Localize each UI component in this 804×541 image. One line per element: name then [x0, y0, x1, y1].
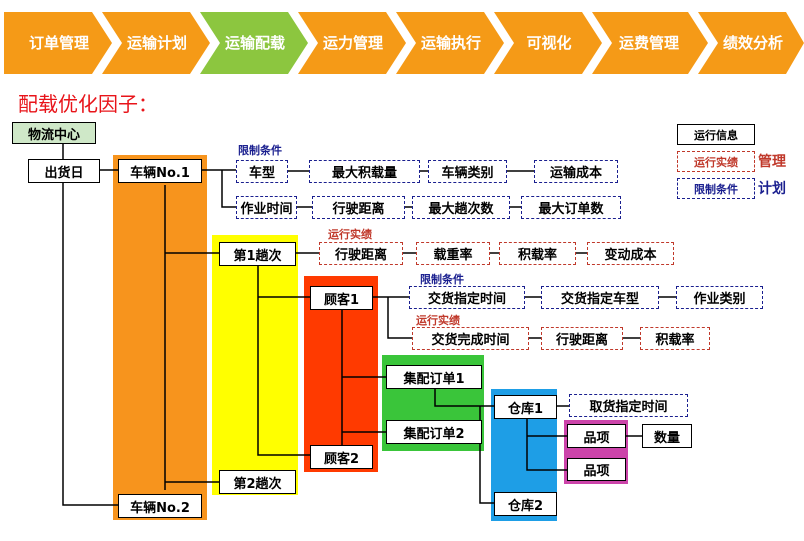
nav-item-freight-management[interactable]: 运费管理 [618, 34, 679, 52]
item-1-box: 品项 [567, 424, 626, 448]
actual-label-trip: 运行实绩 [328, 228, 372, 241]
customer-attr-completion-time: 交货完成时间 [412, 327, 529, 350]
customer-1-box: 顾客1 [310, 286, 373, 310]
warehouse-attr-pickup-time: 取货指定时间 [569, 394, 688, 417]
nav-item-performance-analysis[interactable]: 绩效分析 [722, 34, 783, 52]
item-2-box: 品项 [567, 458, 626, 481]
vehicle-attr-max-trips: 最大趟次数 [412, 196, 510, 219]
vehicle-1-box: 车辆No.1 [118, 159, 202, 183]
trip-2-box: 第2趟次 [219, 470, 296, 494]
customer-attr-delivery-car-type: 交货指定车型 [541, 286, 659, 309]
legend-management-tag: 管理 [758, 154, 786, 170]
customer-2-box: 顾客2 [310, 445, 373, 469]
legend-plan-tag: 计划 [758, 181, 786, 197]
customer-attr-travel-distance: 行驶距离 [541, 327, 623, 350]
vehicle-attr-transport-cost: 运输成本 [534, 160, 618, 183]
page-title: 配载优化因子： [18, 92, 158, 116]
module-nav-bar: 订单管理 运输计划 运输配载 运力管理 运输执行 可视化 运费管理 绩效分析 [4, 12, 804, 74]
nav-arrows [4, 12, 804, 74]
legend-constraint-box: 限制条件 [677, 178, 755, 199]
nav-arrow-4 [298, 12, 406, 74]
nav-item-load-planning[interactable]: 运输配载 [224, 34, 285, 52]
nav-item-order-management[interactable]: 订单管理 [28, 34, 89, 52]
nav-item-visualization[interactable]: 可视化 [526, 34, 572, 52]
legend-info-box: 运行信息 [677, 124, 755, 145]
vehicle-attr-work-time: 作业时间 [236, 196, 297, 219]
nav-arrow-8 [698, 12, 804, 74]
warehouse-2-box: 仓库2 [494, 492, 557, 516]
vehicle-2-box: 车辆No.2 [118, 494, 202, 518]
quantity-box: 数量 [642, 424, 692, 448]
nav-arrow-2 [102, 12, 210, 74]
nav-arrow-1 [4, 12, 112, 74]
nav-arrow-7 [592, 12, 708, 74]
trip-1-box: 第1趟次 [219, 242, 296, 266]
nav-item-capacity-management[interactable]: 运力管理 [322, 34, 383, 52]
ship-day-box: 出货日 [28, 159, 100, 183]
vehicle-band [113, 155, 207, 520]
trip-band [212, 235, 298, 495]
warehouse-1-box: 仓库1 [494, 395, 557, 419]
consolidated-order-2-box: 集配订单2 [386, 420, 482, 444]
vehicle-attr-max-load: 最大积载量 [309, 160, 420, 183]
nav-arrow-5 [396, 12, 504, 74]
vehicle-attr-car-type: 车型 [236, 160, 288, 183]
vehicle-attr-travel-distance: 行驶距离 [312, 196, 405, 219]
constraint-label-customer: 限制条件 [420, 273, 464, 286]
customer-attr-load-volume-rate: 积载率 [640, 327, 710, 350]
vehicle-attr-vehicle-class: 车辆类别 [428, 160, 507, 183]
actual-label-customer: 运行实绩 [416, 314, 460, 327]
legend-actual-box: 运行实绩 [677, 151, 755, 172]
customer-attr-work-type: 作业类别 [676, 286, 763, 309]
consolidated-order-1-box: 集配订单1 [386, 365, 482, 389]
customer-attr-delivery-time: 交货指定时间 [409, 286, 525, 309]
nav-arrow-6 [494, 12, 602, 74]
constraint-label-vehicle: 限制条件 [238, 144, 282, 157]
nav-arrow-3 [200, 12, 308, 74]
trip-attr-variable-cost: 变动成本 [587, 242, 674, 265]
nav-item-transport-execution[interactable]: 运输执行 [420, 34, 481, 52]
trip-attr-load-volume-rate: 积载率 [499, 242, 576, 265]
nav-item-transport-plan[interactable]: 运输计划 [126, 34, 187, 52]
vehicle-attr-max-orders: 最大订单数 [521, 196, 621, 219]
trip-attr-load-weight-rate: 载重率 [416, 242, 490, 265]
logistics-center-box: 物流中心 [12, 122, 96, 144]
trip-attr-travel-distance: 行驶距离 [319, 242, 403, 265]
